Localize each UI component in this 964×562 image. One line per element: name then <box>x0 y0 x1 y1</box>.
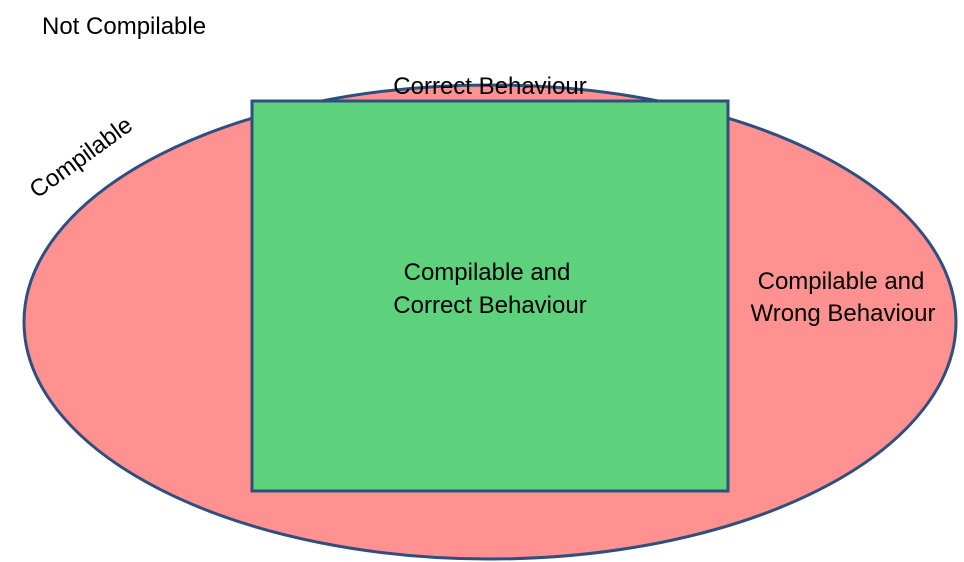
compilable-correct-label-line1: Compilable and <box>404 259 571 286</box>
compilable-wrong-label-line2: Wrong Behaviour <box>751 300 936 327</box>
not-compilable-label: Not Compilable <box>42 13 206 40</box>
compilable-correct-label-line2: Correct Behaviour <box>393 292 586 319</box>
correct-behaviour-rectangle <box>250 99 730 493</box>
correct-behaviour-label: Correct Behaviour <box>393 73 586 100</box>
compilable-wrong-label-line1: Compilable and <box>758 268 925 295</box>
